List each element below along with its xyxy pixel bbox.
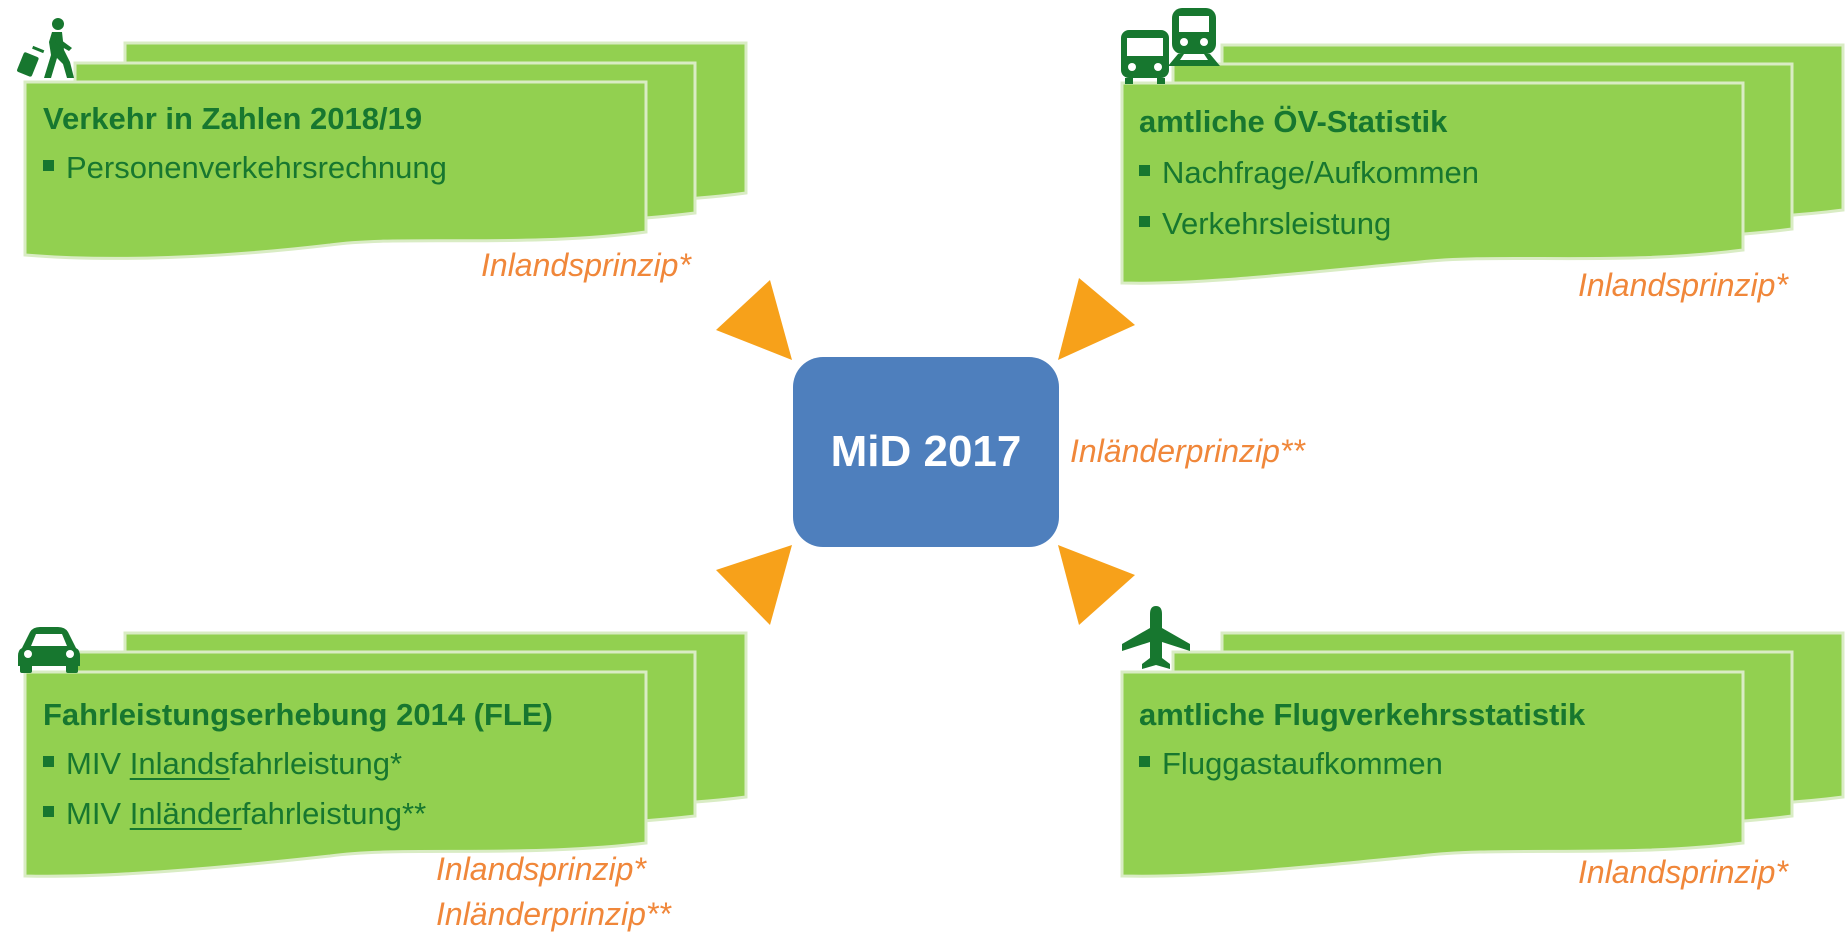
pedestrian-luggage-icon	[17, 18, 74, 78]
bullet-square	[1139, 216, 1150, 228]
card-title-top-right: amtliche ÖV-Statistik	[1139, 104, 1448, 139]
card-title-bottom-right: amtliche Flugverkehrsstatistik	[1139, 697, 1586, 732]
card-stack-bottom-right	[1120, 631, 1845, 878]
item-suffix: fahrleistung*	[229, 746, 403, 781]
bullet-square	[1139, 165, 1150, 177]
arrow-to-top-left	[716, 280, 792, 360]
card-principle-top-left: Inlandsprinzip*	[481, 247, 691, 283]
bullet-square	[1139, 756, 1150, 768]
bullet-square	[43, 160, 54, 172]
car-icon	[18, 627, 80, 673]
card-item-top-right-2: Verkehrsleistung	[1139, 206, 1391, 242]
card-item-bottom-left-2: MIV Inländerfahrleistung**	[43, 796, 426, 832]
card-principle-bottom-left-1: Inlandsprinzip*	[436, 851, 646, 887]
card-item-text: Verkehrsleistung	[1162, 206, 1392, 241]
card-item-top-right-1: Nachfrage/Aufkommen	[1139, 155, 1479, 191]
card-item-text: Fluggastaufkommen	[1162, 746, 1443, 781]
card-item-top-left-1: Personenverkehrsrechnung	[43, 150, 447, 186]
bullet-square	[43, 806, 54, 818]
card-principle-top-right: Inlandsprinzip*	[1578, 267, 1788, 303]
hub-principle: Inländerprinzip**	[1070, 433, 1305, 469]
card-stack-bottom-left	[23, 631, 748, 878]
card-title-top-left: Verkehr in Zahlen 2018/19	[43, 101, 423, 136]
card-principle-bottom-right: Inlandsprinzip*	[1578, 854, 1788, 890]
item-prefix: MIV	[66, 796, 130, 831]
item-suffix: fahrleistung**	[241, 796, 427, 831]
card-item-bottom-right-1: Fluggastaufkommen	[1139, 746, 1443, 782]
hub-label: MiD 2017	[830, 427, 1022, 476]
card-title-bottom-left: Fahrleistungserhebung 2014 (FLE)	[43, 697, 553, 732]
card-stack-top-right	[1120, 43, 1845, 285]
card-item-bottom-left-1: MIV Inlandsfahrleistung*	[43, 746, 402, 782]
card-stack-top-left	[23, 41, 748, 260]
card-principle-bottom-left-2: Inländerprinzip**	[436, 896, 671, 932]
arrow-to-bottom-right	[1058, 545, 1135, 625]
arrow-to-top-right	[1058, 278, 1135, 360]
hub-box: MiD 2017	[793, 357, 1059, 547]
bus-train-icon	[1121, 8, 1220, 84]
card-item-text: Nachfrage/Aufkommen	[1162, 155, 1480, 190]
airplane-icon	[1122, 606, 1190, 669]
bullet-square	[43, 756, 54, 768]
item-underlined: Inländer	[129, 796, 242, 831]
item-underlined: Inlands	[129, 746, 230, 781]
card-item-text: Personenverkehrsrechnung	[66, 150, 447, 185]
item-prefix: MIV	[66, 746, 130, 781]
arrow-to-bottom-left	[716, 545, 792, 625]
